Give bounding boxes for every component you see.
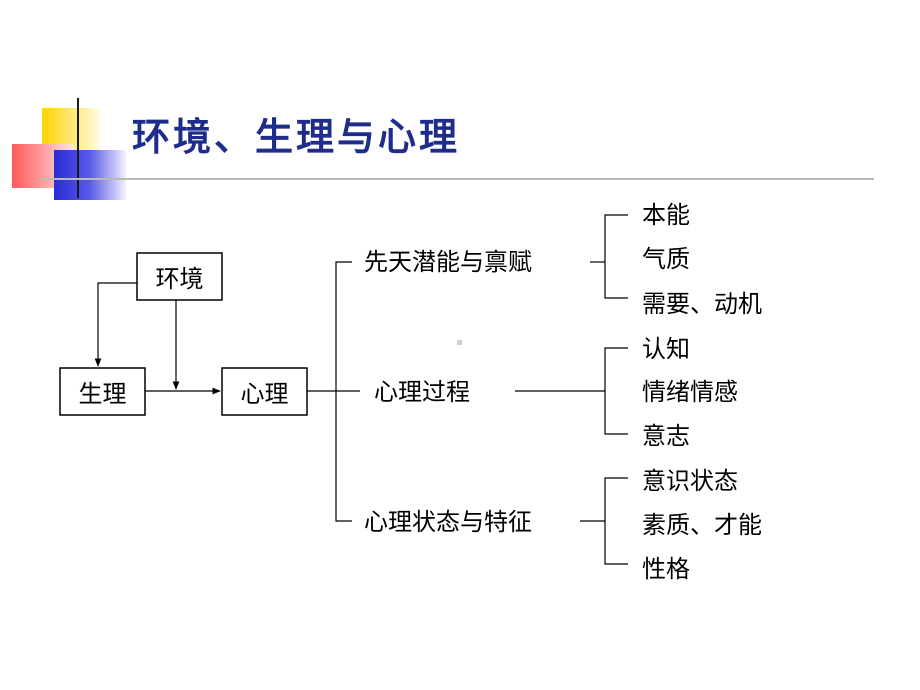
branch-innate-label: 先天潜能与禀赋 — [364, 248, 532, 276]
branch-process-label: 心理过程 — [374, 378, 470, 406]
branch-state-label: 心理状态与特征 — [364, 508, 532, 536]
decor-blue-square — [54, 150, 126, 200]
sub-bracket-process — [604, 347, 628, 435]
item-will: 意志 — [642, 422, 690, 450]
sub-bracket-innate — [604, 214, 628, 299]
psychology-label: 心理 — [241, 380, 289, 408]
arrow-environment-to-physiology — [94, 282, 137, 367]
item-cognition: 认知 — [642, 335, 690, 363]
environment-box — [136, 252, 223, 301]
environment-label: 环境 — [156, 265, 204, 293]
center-placeholder-dot — [457, 340, 462, 345]
title-underline — [40, 178, 874, 180]
item-consciousness: 意识状态 — [642, 467, 738, 495]
item-instinct: 本能 — [642, 201, 690, 229]
item-temperament: 气质 — [642, 245, 690, 273]
slide-title: 环境、生理与心理 — [132, 114, 461, 159]
item-aptitude: 素质、才能 — [642, 511, 762, 539]
physiology-label: 生理 — [79, 380, 127, 408]
item-personality: 性格 — [642, 555, 690, 583]
decor-vertical-line — [77, 98, 79, 198]
item-needs-motivation: 需要、动机 — [642, 290, 762, 318]
item-emotion: 情绪情感 — [642, 378, 738, 406]
sub-bracket-state — [604, 477, 628, 565]
